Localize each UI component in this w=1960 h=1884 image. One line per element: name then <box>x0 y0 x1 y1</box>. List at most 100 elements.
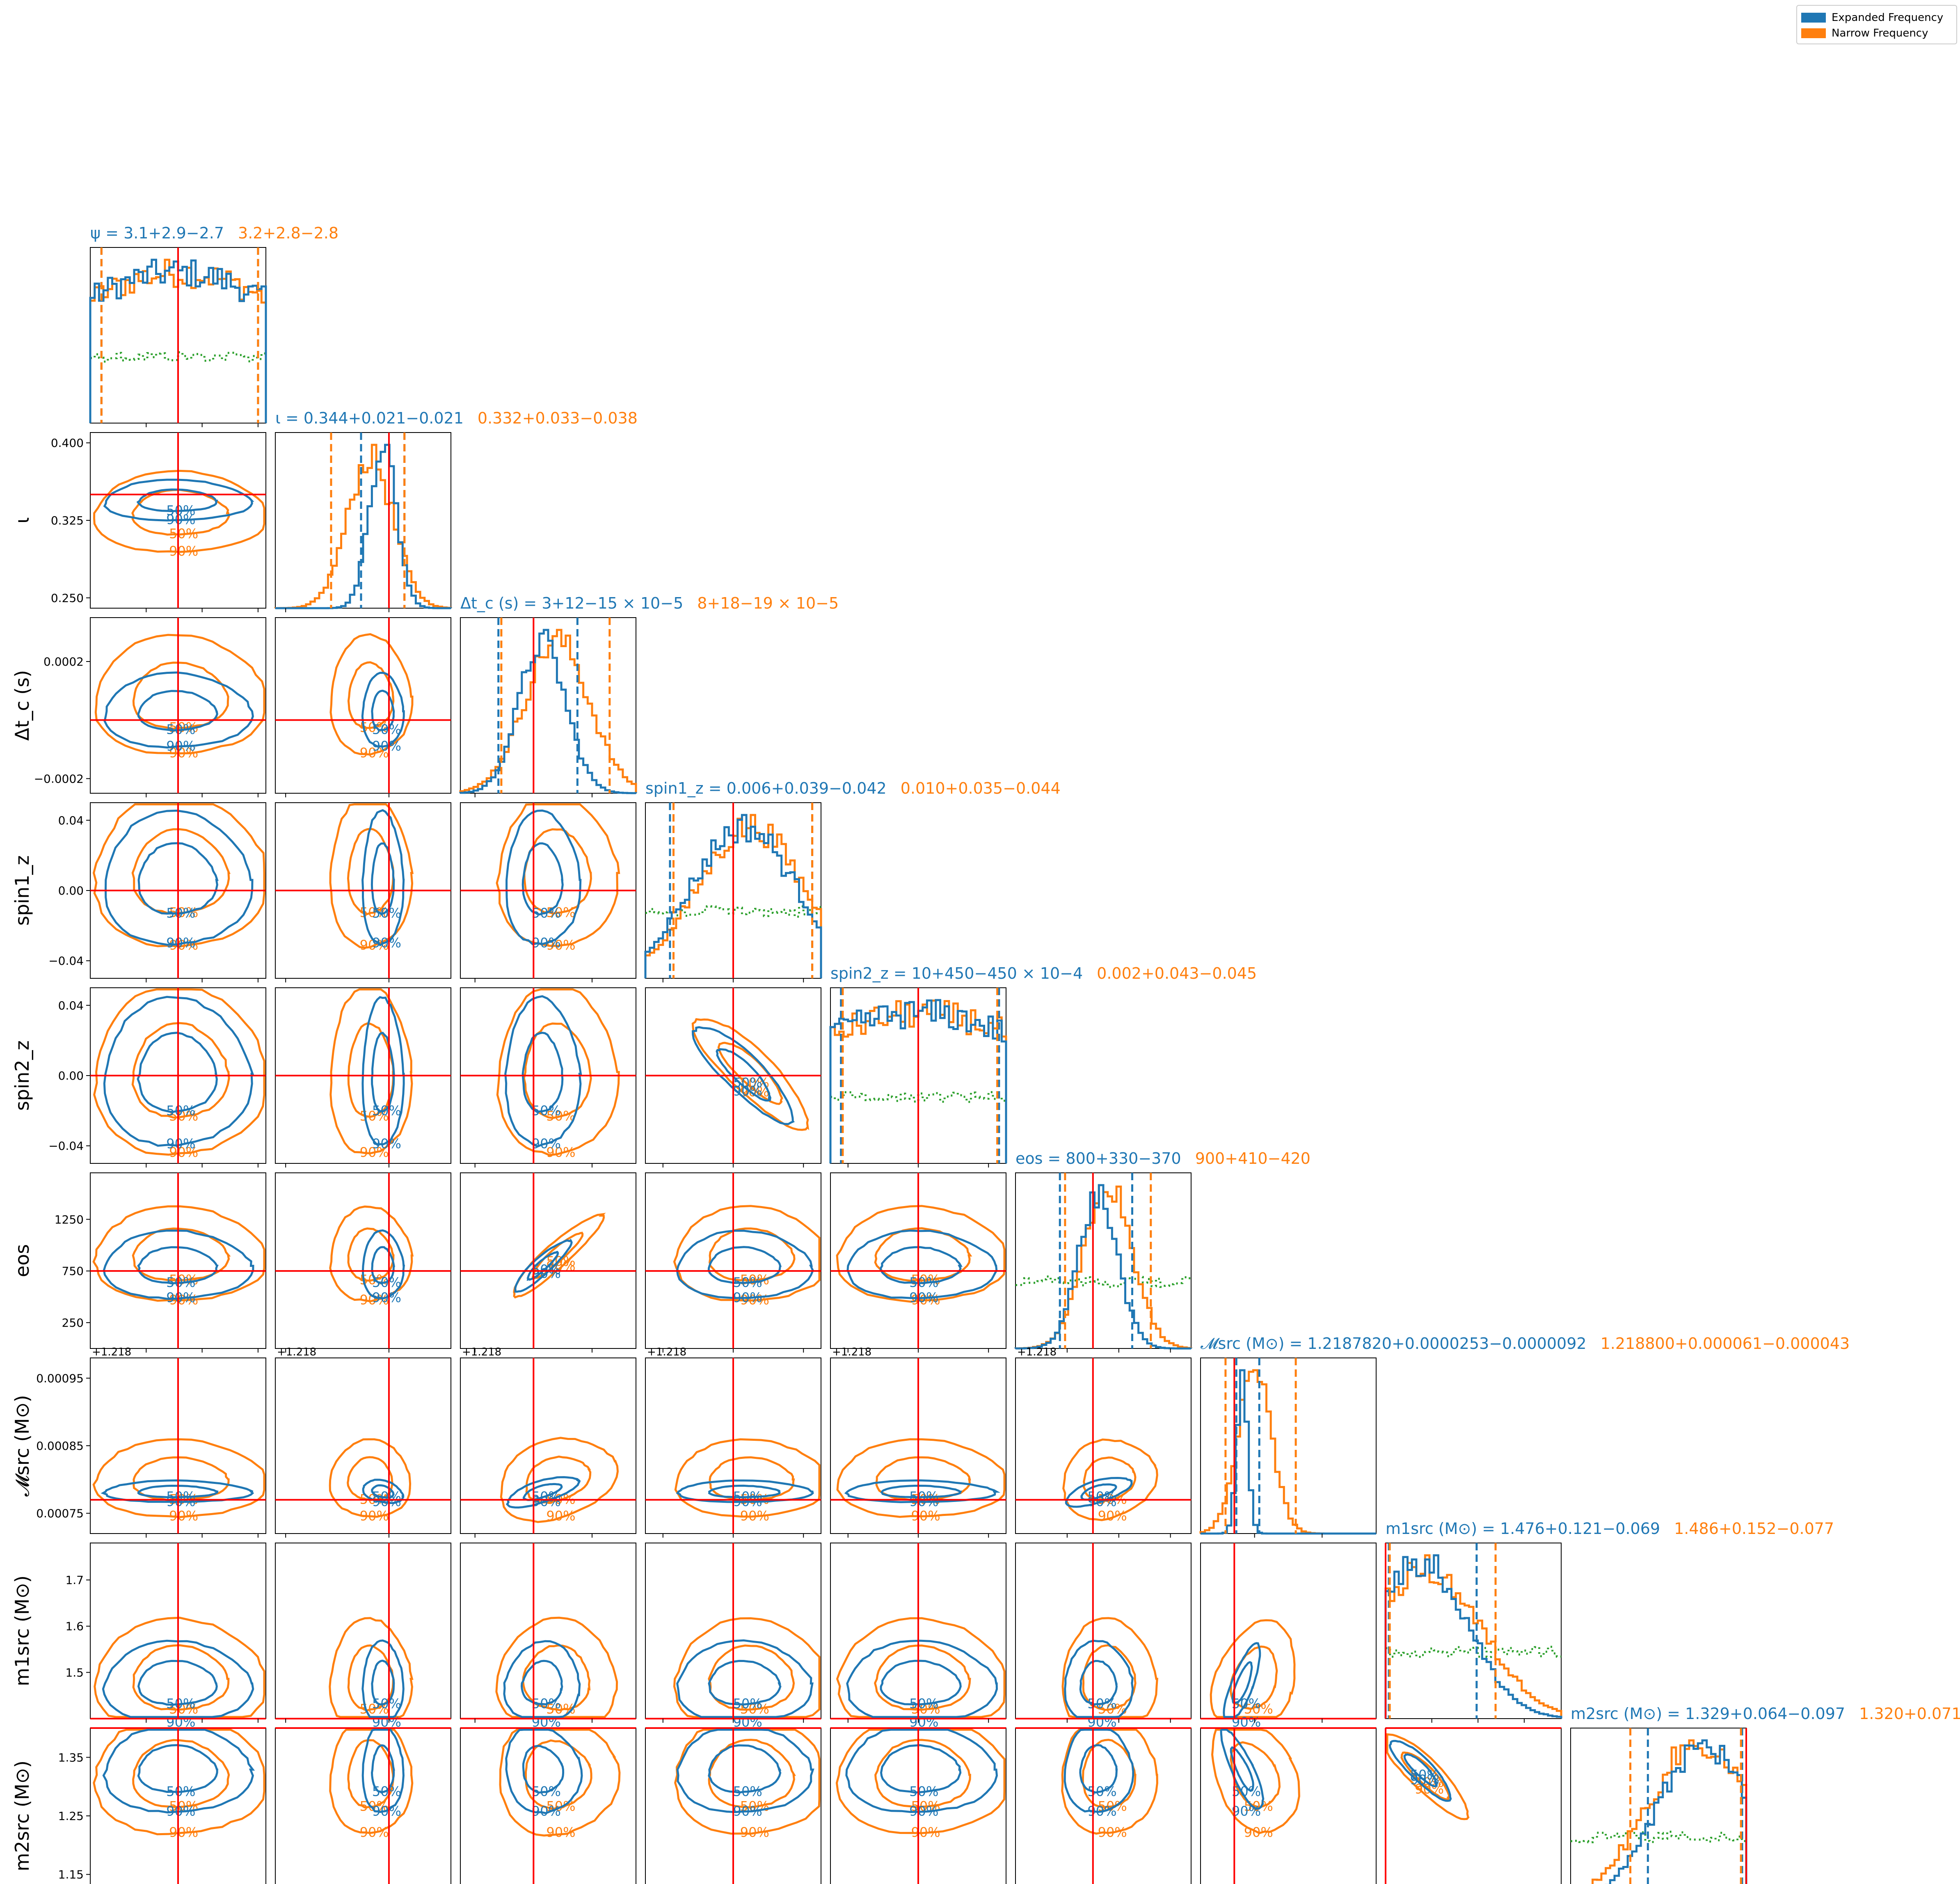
panel-title-expanded: m2src (M⊙) = 1.329+0.064−0.097 <box>1571 1705 1845 1723</box>
y-tick-label: 0.00 <box>58 884 84 897</box>
contour-label: 50% <box>166 1275 195 1290</box>
panel-title-narrow: 1.218800+0.000061−0.000043 <box>1601 1335 1850 1353</box>
contour-50% <box>137 1246 219 1284</box>
panel-m1-spin1z: 90%50%90%50% <box>645 1543 821 1742</box>
contour-label: 90% <box>532 1136 561 1151</box>
contour-label: 50% <box>372 1696 401 1712</box>
contour-90% <box>513 1213 606 1299</box>
contour-label: 50% <box>546 1701 575 1717</box>
y-tick-label: −0.0002 <box>34 772 84 785</box>
contour-90% <box>1065 1477 1133 1508</box>
panel-m1-m1 <box>1384 1543 1562 1723</box>
histogram-expanded <box>1201 1369 1376 1535</box>
panel-mchirp-iota: 90%50%90%50%+1.218 <box>275 1346 451 1538</box>
panel-title-expanded: spin2_z = 10+450−450 × 10−4 <box>830 964 1083 982</box>
y-axis-label-dtc: Δt_c (s) <box>11 670 33 741</box>
contour-90% <box>1388 1740 1452 1802</box>
histogram-expanded <box>1605 1739 1747 1884</box>
contour-50% <box>879 1246 963 1284</box>
contour-50% <box>526 1250 559 1281</box>
contour-90% <box>676 1479 814 1503</box>
contour-label: 50% <box>532 1783 561 1799</box>
contour-90% <box>103 1229 254 1300</box>
histogram-expanded <box>1384 1554 1562 1719</box>
contour-label: 50% <box>372 1489 401 1504</box>
contour-label: 50% <box>166 905 195 921</box>
panel-title-narrow: 900+410−420 <box>1195 1149 1310 1167</box>
contour-50% <box>522 1483 563 1501</box>
contour-90% <box>361 996 405 1146</box>
contour-50% <box>1082 1644 1137 1711</box>
contour-label: 50% <box>733 1783 762 1799</box>
contour-90% <box>674 1728 821 1835</box>
contour-50% <box>1400 1751 1450 1801</box>
contour-50% <box>137 1032 218 1113</box>
panel-m1-spin2z: 90%50%90%50% <box>830 1543 1006 1742</box>
panel-spin2z-spin1z: 90%50%90%50% <box>645 987 821 1167</box>
contour-50% <box>708 1660 782 1706</box>
histogram-narrow <box>459 629 637 793</box>
contour-90% <box>1211 1728 1300 1834</box>
panel-frame <box>1015 1543 1192 1719</box>
panel-spin1z-iota: 90%50%90%50% <box>275 802 451 982</box>
contour-90% <box>500 1437 619 1523</box>
contour-label: 90% <box>546 1145 575 1160</box>
contour-label: 50% <box>1087 1489 1116 1504</box>
contour-90% <box>504 995 582 1148</box>
panel-title-narrow: 3.2+2.8−2.8 <box>238 224 338 242</box>
contour-90% <box>94 1616 265 1718</box>
contour-50% <box>137 1660 218 1706</box>
contour-50% <box>716 1048 771 1102</box>
contour-90% <box>676 1728 814 1813</box>
contour-90% <box>104 809 254 946</box>
contour-90% <box>1210 1619 1296 1718</box>
contour-50% <box>1231 1661 1253 1704</box>
contour-50% <box>1080 1483 1117 1501</box>
y-tick-label: 0.00095 <box>36 1371 84 1385</box>
contour-label: 50% <box>909 1696 938 1712</box>
panel-title-expanded: 𝓜src (M⊙) = 1.2187820+0.0000253−0.000009… <box>1201 1335 1587 1353</box>
y-tick-label: 0.00 <box>58 1069 84 1083</box>
contour-label: 90% <box>740 1292 769 1308</box>
panel-eos-eos <box>1014 1172 1192 1353</box>
contour-label: 90% <box>360 745 389 761</box>
contour-50% <box>131 489 230 536</box>
contour-label: 90% <box>166 1290 195 1305</box>
contour-90% <box>845 1728 998 1813</box>
contour-90% <box>495 1616 618 1718</box>
y-tick-label: 0.325 <box>51 514 84 527</box>
offset-label: +1.218 <box>462 1346 501 1358</box>
contour-90% <box>846 1639 998 1718</box>
contour-label: 50% <box>166 503 195 518</box>
contour-90% <box>361 1728 405 1813</box>
contour-label: 90% <box>169 1508 198 1524</box>
contour-90% <box>92 1438 265 1518</box>
panel-title-narrow: 1.486+0.152−0.077 <box>1674 1520 1834 1538</box>
y-tick-label: 1.25 <box>58 1809 84 1823</box>
contour-90% <box>93 469 265 553</box>
contour-90% <box>101 1479 254 1503</box>
y-tick-label: 0.04 <box>58 999 84 1012</box>
contour-label: 90% <box>532 1803 561 1819</box>
legend-swatch-narrow <box>1801 28 1826 38</box>
contour-90% <box>691 1026 795 1125</box>
histogram-expanded <box>459 629 637 794</box>
contour-90% <box>102 1639 254 1718</box>
contour-label: 90% <box>909 1290 938 1305</box>
y-tick-label: 0.00085 <box>36 1439 84 1453</box>
y-tick-label: 0.0002 <box>43 655 84 668</box>
contour-50% <box>1230 1746 1254 1792</box>
contour-label: 90% <box>360 1145 389 1160</box>
contour-label: 50% <box>166 1696 195 1712</box>
contour-50% <box>708 1644 795 1711</box>
contour-50% <box>707 1246 782 1284</box>
contour-50% <box>880 1485 962 1498</box>
contour-label: 50% <box>546 904 575 920</box>
panel-m2-m2: 1.21.31.4 <box>1570 1728 1747 1884</box>
contour-50% <box>708 1484 781 1498</box>
panel-spin2z-psi: 90%50%90%50%−0.040.000.04 <box>48 987 266 1167</box>
contour-90% <box>691 1018 810 1131</box>
contour-label: 90% <box>1244 1824 1273 1840</box>
offset-label: +1.218 <box>277 1346 316 1358</box>
